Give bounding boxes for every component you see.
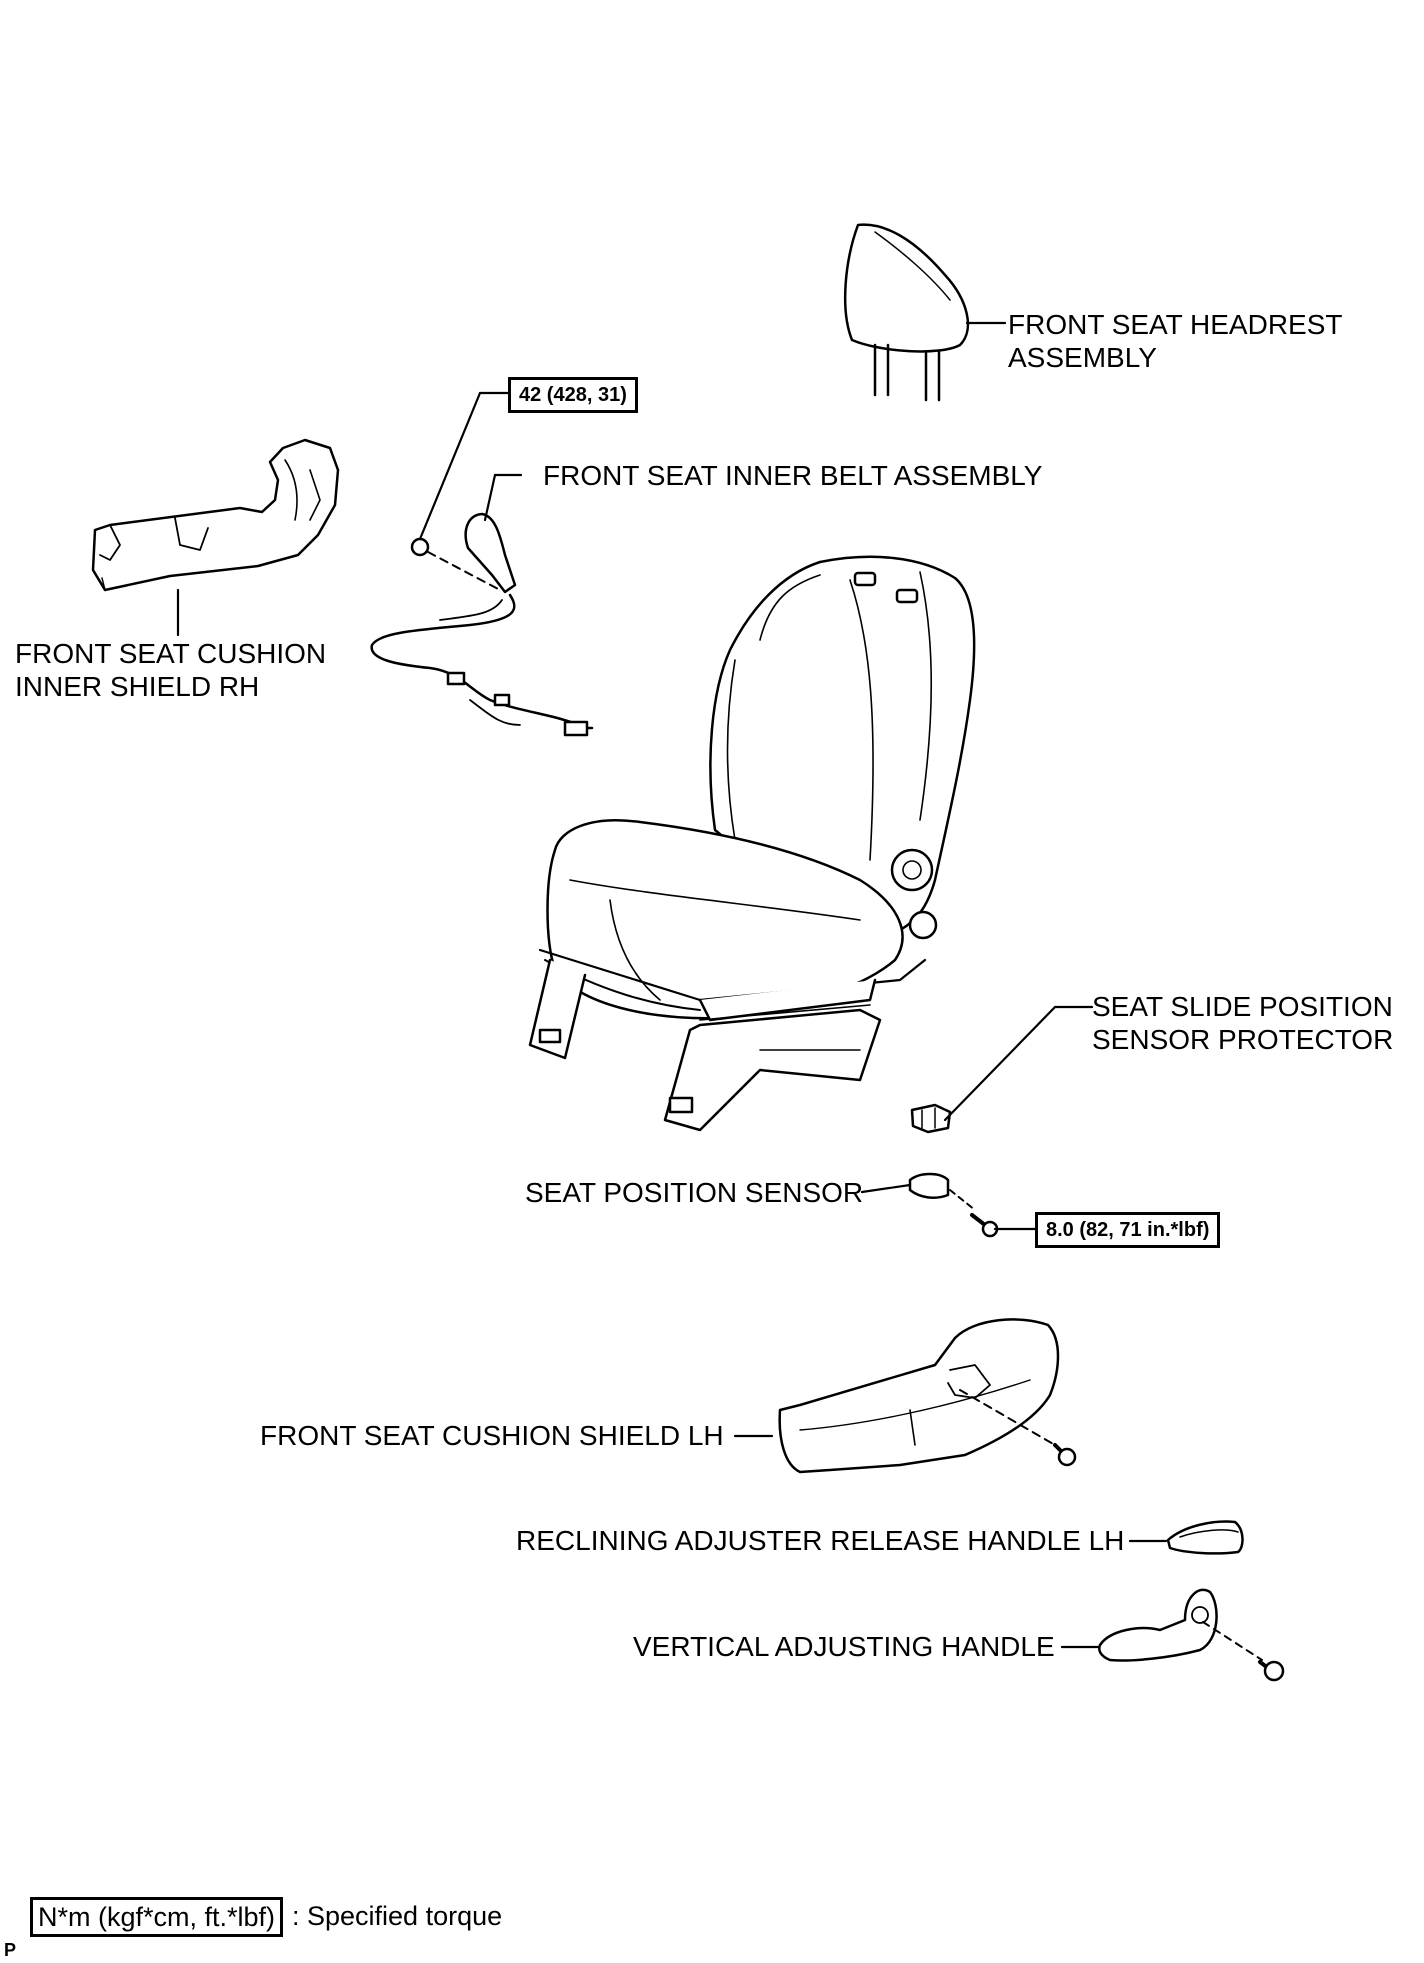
seat-illustration [528, 555, 976, 1132]
cushion-inner-shield-line2: INNER SHIELD RH [15, 671, 260, 702]
vertical-handle-label: VERTICAL ADJUSTING HANDLE [633, 1631, 1055, 1662]
inner-belt-label: FRONT SEAT INNER BELT ASSEMBLY [543, 460, 1043, 491]
legend-text: : Specified torque [292, 1901, 503, 1931]
slide-protector-line1: SEAT SLIDE POSITION [1092, 991, 1393, 1022]
cushion-inner-shield-label: FRONT SEAT CUSHION INNER SHIELD RH [15, 637, 326, 703]
cushion-inner-shield-line1: FRONT SEAT CUSHION [15, 638, 327, 669]
reclining-handle-label: RECLINING ADJUSTER RELEASE HANDLE LH [516, 1525, 1125, 1556]
corner-mark: P [4, 1940, 17, 1960]
inner-belt-illustration [370, 512, 594, 737]
slide-protector-line2: SENSOR PROTECTOR [1092, 1024, 1394, 1055]
seat-position-sensor-illustration [908, 1172, 999, 1238]
torque-sensor-bolt: 8.0 (82, 71 in.*lbf) [1035, 1212, 1221, 1248]
leader-lines [176, 321, 1168, 1649]
vertical-handle-illustration [1098, 1588, 1285, 1682]
reclining-handle-illustration [1166, 1520, 1244, 1555]
cushion-shield-lh-label: FRONT SEAT CUSHION SHIELD LH [260, 1420, 724, 1451]
cushion-inner-shield-illustration [91, 438, 340, 592]
headrest-label-line1: FRONT SEAT HEADREST [1008, 309, 1343, 340]
headrest-label-line2: ASSEMBLY [1008, 342, 1157, 373]
torque-belt-nut: 42 (428, 31) [508, 377, 638, 413]
slide-sensor-protector-illustration [910, 1103, 952, 1134]
legend-torque-box: N*m (kgf*cm, ft.*lbf) [30, 1897, 284, 1937]
position-sensor-label: SEAT POSITION SENSOR [525, 1177, 864, 1208]
headrest-label: FRONT SEAT HEADREST ASSEMBLY [1008, 308, 1343, 374]
headrest-illustration [843, 223, 970, 402]
slide-protector-label: SEAT SLIDE POSITION SENSOR PROTECTOR [1092, 990, 1393, 1056]
cushion-shield-lh-illustration [778, 1318, 1077, 1474]
